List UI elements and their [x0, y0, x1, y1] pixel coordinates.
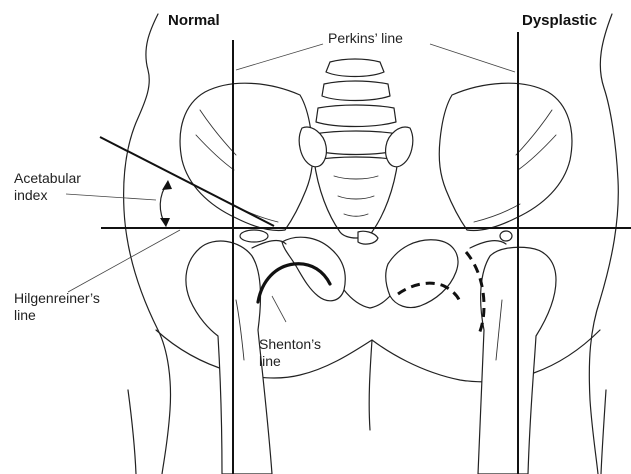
angle-arrowhead-top	[162, 180, 172, 190]
angle-arrowhead-bottom	[160, 218, 170, 227]
left-ilium	[180, 83, 313, 230]
shenton-label-line2: line	[259, 353, 281, 370]
acetabular-index-label-line1: Acetabular	[14, 170, 81, 187]
right-ilium	[439, 83, 572, 230]
shenton-label-line1: Shenton’s	[259, 336, 321, 353]
leader-perkins-right	[430, 44, 515, 72]
perkins-line-label: Perkins’ line	[328, 30, 403, 47]
leader-acetabular-index	[66, 194, 156, 200]
normal-label: Normal	[168, 12, 220, 29]
pubic-region	[252, 237, 506, 308]
sacrum-spine	[299, 59, 413, 244]
dysplastic-label: Dysplastic	[522, 12, 597, 29]
leader-hilgenreiner	[68, 230, 180, 292]
hilgenreiner-label-line2: line	[14, 307, 36, 324]
left-acetabular-nucleus	[240, 230, 268, 242]
leader-perkins-left	[236, 44, 323, 70]
leader-shenton	[272, 296, 286, 322]
hilgenreiner-label-line1: Hilgenreiner’s	[14, 290, 100, 307]
acetabular-index-label-line2: index	[14, 187, 47, 204]
right-acetabular-nucleus	[500, 231, 512, 241]
